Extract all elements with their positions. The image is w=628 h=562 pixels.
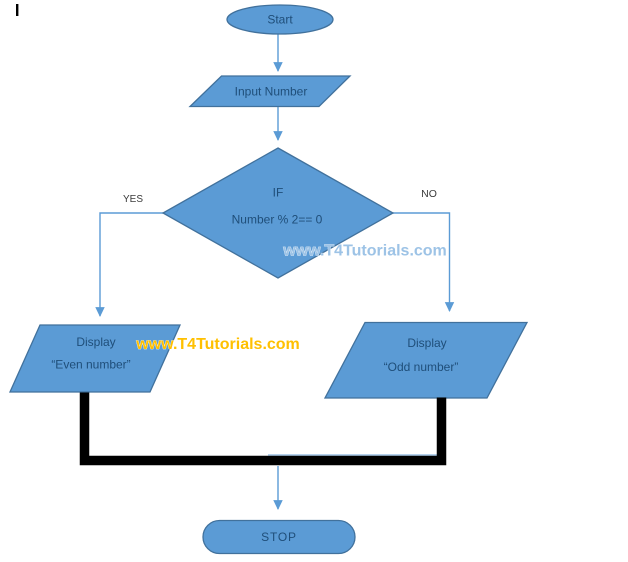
display-even-label-line2: “Even number”	[51, 358, 130, 372]
display-even-parallelogram-shape[interactable]	[8, 324, 182, 393]
input-label: Input Number	[235, 85, 308, 99]
flowchart-node-decision[interactable]: IF Number % 2== 0	[161, 147, 395, 279]
branch-label-yes: YES	[123, 194, 143, 205]
input-parallelogram-shape[interactable]	[188, 75, 352, 108]
stop-terminator-shape[interactable]	[202, 519, 356, 555]
black-merge-annotation-line	[79, 392, 447, 466]
connector-decision-yes	[95, 212, 163, 318]
watermark-blue: www.T4Tutorials.com	[282, 243, 447, 260]
flowchart-node-stop[interactable]: STOP	[202, 519, 356, 555]
decision-diamond-shape[interactable]	[161, 147, 395, 279]
connector-decision-no	[393, 212, 455, 313]
display-odd-label-line2: “Odd number”	[384, 360, 459, 374]
start-label: Start	[267, 13, 293, 27]
branch-label-no: NO	[421, 188, 437, 200]
watermark-orange: www.T4Tutorials.com	[135, 336, 300, 353]
flowchart-node-start[interactable]: Start	[226, 4, 334, 35]
stop-label: STOP	[261, 530, 297, 544]
display-even-label-line1: Display	[76, 335, 115, 349]
display-odd-label-line1: Display	[407, 336, 446, 350]
start-terminator-shape[interactable]	[226, 4, 334, 35]
flowchart-node-input[interactable]: Input Number	[188, 75, 352, 108]
text-cursor	[16, 4, 19, 16]
decision-label-line2: Number % 2== 0	[232, 213, 323, 227]
decision-label-line1: IF	[273, 186, 284, 200]
flowchart-node-display-even[interactable]: Display “Even number”	[8, 324, 182, 393]
flowchart-node-display-odd[interactable]: Display “Odd number”	[323, 321, 529, 399]
display-odd-parallelogram-shape[interactable]	[323, 321, 529, 399]
